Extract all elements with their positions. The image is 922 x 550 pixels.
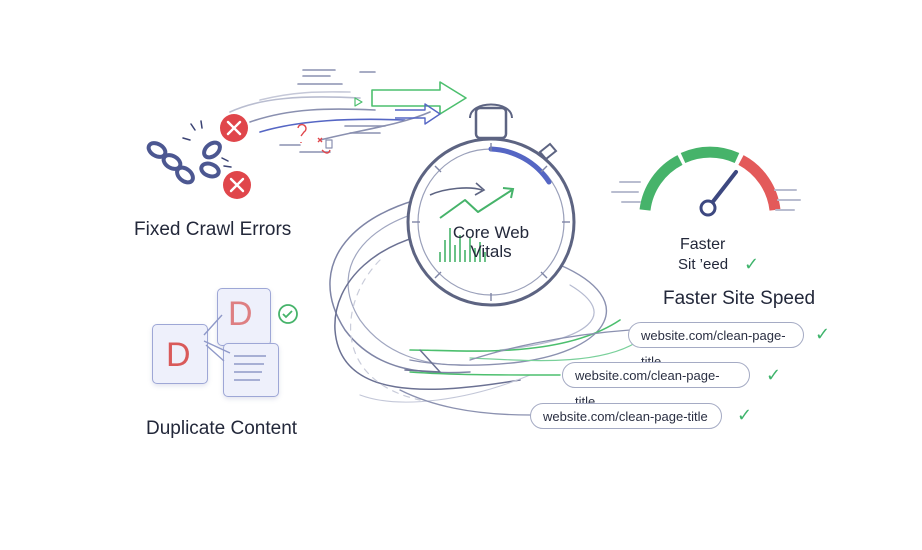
arrow-icon bbox=[317, 81, 467, 154]
document-lines bbox=[234, 355, 266, 381]
faster-site-speed-label: Faster Site Speed bbox=[663, 288, 816, 309]
document-letter: D bbox=[166, 336, 191, 374]
crawl-errors-label: Fixed Crawl Errors bbox=[134, 219, 292, 240]
error-x-icon bbox=[220, 114, 307, 199]
data-stream-lines bbox=[229, 69, 431, 153]
swoosh-lines bbox=[329, 189, 641, 416]
check-icon: ✓ bbox=[815, 324, 831, 344]
core-web-vitals-line2: Vitals bbox=[470, 242, 512, 261]
check-icon bbox=[278, 304, 298, 324]
url-pill-2: website.com/clean-page-title bbox=[562, 362, 750, 409]
document-connector-lines bbox=[203, 314, 231, 362]
document-icon: D bbox=[217, 288, 271, 346]
document-icon bbox=[223, 343, 279, 397]
url-pill-1: website.com/clean-page-title bbox=[628, 322, 804, 369]
faster-small-label: Faster bbox=[680, 236, 726, 253]
site-speed-small-label: Sit ’eed bbox=[678, 256, 729, 273]
core-web-vitals-line1: Core Web bbox=[452, 223, 530, 242]
duplicate-content-label: Duplicate Content bbox=[146, 418, 298, 439]
check-icon: ✓ bbox=[737, 405, 753, 425]
url-pill-3: website.com/clean-page-title bbox=[530, 403, 722, 429]
core-web-vitals-label: Core Web Vitals bbox=[436, 223, 546, 261]
speed-gauge-icon bbox=[611, 146, 801, 217]
check-icon: ✓ bbox=[766, 365, 782, 385]
document-letter: D bbox=[228, 295, 253, 333]
document-icon: D bbox=[152, 324, 208, 384]
stopwatch-icon bbox=[406, 103, 576, 307]
broken-chain-icon bbox=[146, 120, 232, 185]
check-icon: ✓ bbox=[744, 254, 760, 274]
